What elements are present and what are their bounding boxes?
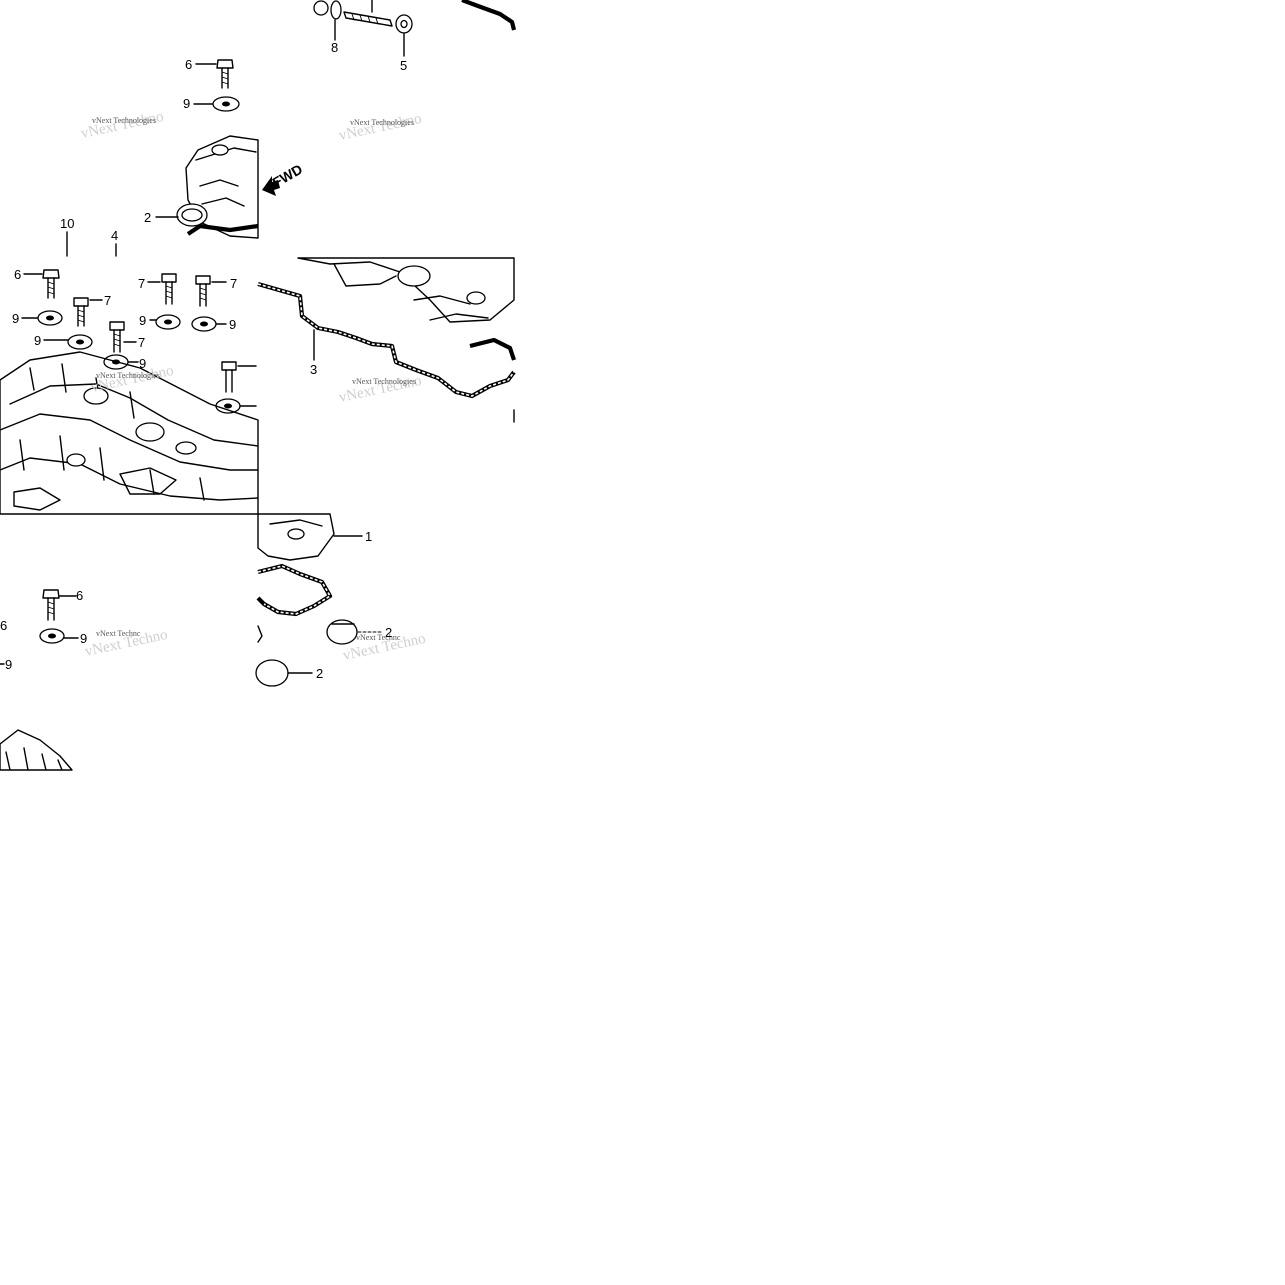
bolt-7-e xyxy=(215,361,257,414)
bolt-6-mid xyxy=(21,269,63,326)
label-part-9b: 9 xyxy=(12,311,19,326)
head-cover-corner xyxy=(185,135,259,239)
label-part-8: 8 xyxy=(331,40,338,55)
label-part-4: 4 xyxy=(111,228,118,243)
gasket-lower xyxy=(256,563,333,617)
cylinder-head xyxy=(0,351,259,515)
label-part-5: 5 xyxy=(400,58,407,73)
label-part-9e: 9 xyxy=(34,333,41,348)
label-part-9a: 9 xyxy=(183,96,190,111)
label-part-6b: 6 xyxy=(14,267,21,282)
label-part-7b: 7 xyxy=(138,276,145,291)
label-part-1: 1 xyxy=(365,529,372,544)
watermark-4: vNext Technologies xyxy=(352,377,416,386)
label-part-6c: 6 xyxy=(76,588,83,603)
label-part-3: 3 xyxy=(310,362,317,377)
label-part-7d: 7 xyxy=(138,335,145,350)
tile-middle-left: vNext Techno vNext Technologies xyxy=(0,231,259,515)
label-part-9g: 9 xyxy=(80,631,87,646)
watermark-6: vNext Technc xyxy=(356,633,401,642)
cap-2-upper xyxy=(326,619,383,645)
cover-top-middle xyxy=(297,257,515,323)
gasket-3 xyxy=(257,281,516,399)
label-part-10: 10 xyxy=(60,216,74,231)
washer-9-b xyxy=(43,334,93,350)
label-part-2a: 2 xyxy=(144,210,151,225)
tile-top-middle: vNext Techno vNext Technologies xyxy=(313,0,517,144)
label-part-6d: 6 xyxy=(0,618,7,633)
label-part-9d: 9 xyxy=(229,317,236,332)
watermark-2: vNext Technologies xyxy=(350,118,414,127)
bolt-7-d xyxy=(191,275,227,332)
bolt-7-c xyxy=(147,273,181,330)
label-part-9f: 9 xyxy=(139,356,146,371)
watermark-5: vNext Technc xyxy=(96,629,141,638)
watermark-3: vNext Technologies xyxy=(96,371,160,380)
head-cover-1 xyxy=(257,513,363,561)
bolt-6-top xyxy=(195,59,234,89)
bolt-7-b xyxy=(103,321,139,370)
watermark-bg-1: vNext Techno xyxy=(80,109,166,142)
fwd-arrow xyxy=(262,176,280,196)
watermark-1: vNext Technologies xyxy=(92,116,156,125)
watermark-bg-2: vNext Techno xyxy=(338,111,424,144)
stud-assembly-8-5 xyxy=(313,0,413,57)
cap-2-lower xyxy=(255,659,313,687)
fwd-label: FWD xyxy=(270,161,306,191)
label-part-9c: 9 xyxy=(139,313,146,328)
washer-9-top xyxy=(193,96,240,112)
cap-2-top xyxy=(155,203,208,227)
tile-middle-center: vNext Techno vNext Technologies xyxy=(257,257,516,423)
label-part-9h: 9 xyxy=(5,657,12,672)
label-part-7c: 7 xyxy=(230,276,237,291)
bolt-7-a xyxy=(73,297,103,327)
tile-top-left: vNext Techno vNext Technologies xyxy=(80,59,280,239)
tile-bottom-left xyxy=(0,729,73,771)
label-part-2c: 2 xyxy=(316,666,323,681)
tile-lower-middle: vNext Techno vNext Technc xyxy=(255,513,427,687)
label-part-7a: 7 xyxy=(104,293,111,308)
label-part-6a: 6 xyxy=(185,57,192,72)
bolt-6-low xyxy=(39,589,79,644)
label-part-2b: 2 xyxy=(385,625,392,640)
tile-lower-left: vNext Techno vNext Technc xyxy=(0,589,169,665)
